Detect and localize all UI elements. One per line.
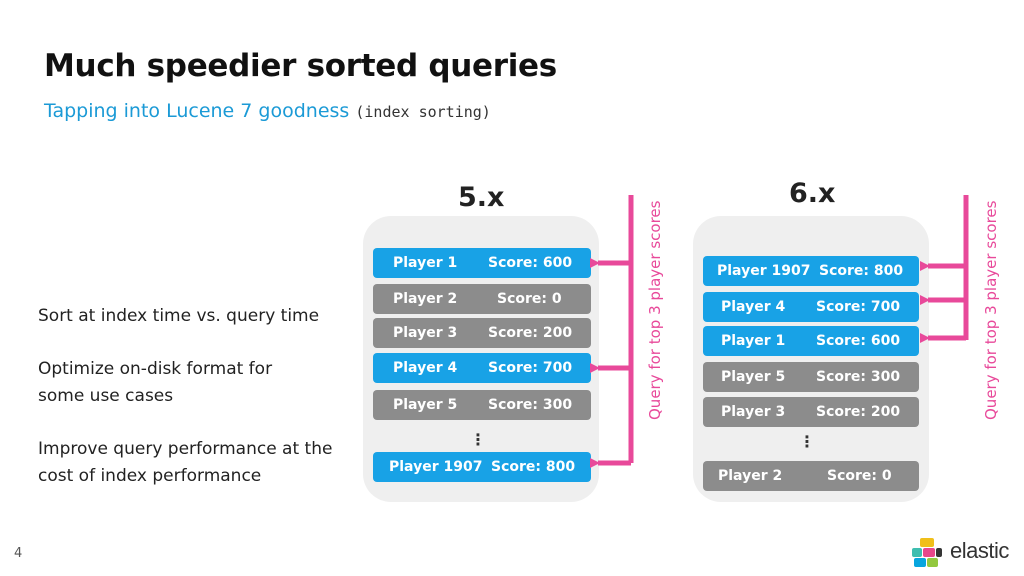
player-name: Player 3: [721, 404, 786, 420]
player-name: Player 1: [393, 255, 458, 271]
player-name: Player 1907: [717, 263, 811, 279]
row-5x: Player 3 Score: 200: [373, 318, 591, 348]
player-score: Score: 700: [488, 360, 573, 376]
row-6x: Player 2 Score: 0: [703, 461, 919, 491]
slide-title: Much speedier sorted queries: [44, 48, 557, 84]
bullet-item: Optimize on-disk format for some use cas…: [38, 359, 273, 406]
player-score: Score: 0: [497, 291, 562, 307]
player-name: Player 2: [393, 291, 458, 307]
player-name: Player 5: [393, 397, 458, 413]
bullet-item: Sort at index time vs. query time: [38, 306, 320, 326]
slide-subtitle: Tapping into Lucene 7 goodness (index so…: [44, 100, 491, 122]
ellipsis-6x: ⋮: [799, 432, 815, 451]
row-5x: Player 1 Score: 600: [373, 248, 591, 278]
player-name: Player 2: [718, 468, 783, 484]
row-5x: Player 5 Score: 300: [373, 390, 591, 420]
elastic-logo-icon: [912, 538, 942, 567]
player-name: Player 4: [721, 299, 786, 315]
player-name: Player 3: [393, 325, 458, 341]
player-name: Player 5: [721, 369, 786, 385]
row-6x: Player 4 Score: 700: [703, 292, 919, 322]
row-5x: Player 2 Score: 0: [373, 284, 591, 314]
row-6x: Player 1 Score: 600: [703, 326, 919, 356]
player-score: Score: 800: [819, 263, 904, 279]
row-6x: Player 5 Score: 300: [703, 362, 919, 392]
query-arrows-5x: [590, 195, 634, 468]
player-score: Score: 700: [816, 299, 901, 315]
player-score: Score: 800: [491, 459, 576, 475]
row-6x: Player 1907 Score: 800: [703, 256, 919, 286]
elastic-logo: elastic: [910, 536, 1010, 572]
player-name: Player 1: [721, 333, 786, 349]
player-name: Player 1907: [389, 459, 483, 475]
player-name: Player 4: [393, 360, 458, 376]
row-6x: Player 3 Score: 200: [703, 397, 919, 427]
player-score: Score: 300: [816, 369, 901, 385]
bullet-item: Improve query performance at the cost of…: [38, 439, 333, 486]
player-score: Score: 0: [827, 468, 892, 484]
player-score: Score: 200: [488, 325, 573, 341]
bullet-list: Sort at index time vs. query time Optimi…: [38, 303, 358, 516]
ellipsis-5x: ⋮: [470, 430, 486, 449]
player-score: Score: 600: [816, 333, 901, 349]
row-5x: Player 1907 Score: 800: [373, 452, 591, 482]
player-score: Score: 200: [816, 404, 901, 420]
page-number: 4: [14, 546, 23, 561]
query-arrows-6x: [920, 195, 969, 343]
player-score: Score: 600: [488, 255, 573, 271]
query-label-6x: Query for top 3 player scores: [982, 200, 1000, 420]
subtitle-code: (index sorting): [355, 103, 491, 121]
logo-text: elastic: [950, 538, 1009, 563]
subtitle-text: Tapping into Lucene 7 goodness: [44, 100, 350, 122]
row-5x: Player 4 Score: 700: [373, 353, 591, 383]
query-label-5x: Query for top 3 player scores: [646, 200, 664, 420]
version-label-6x: 6.x: [789, 178, 836, 209]
player-score: Score: 300: [488, 397, 573, 413]
version-label-5x: 5.x: [458, 182, 505, 213]
